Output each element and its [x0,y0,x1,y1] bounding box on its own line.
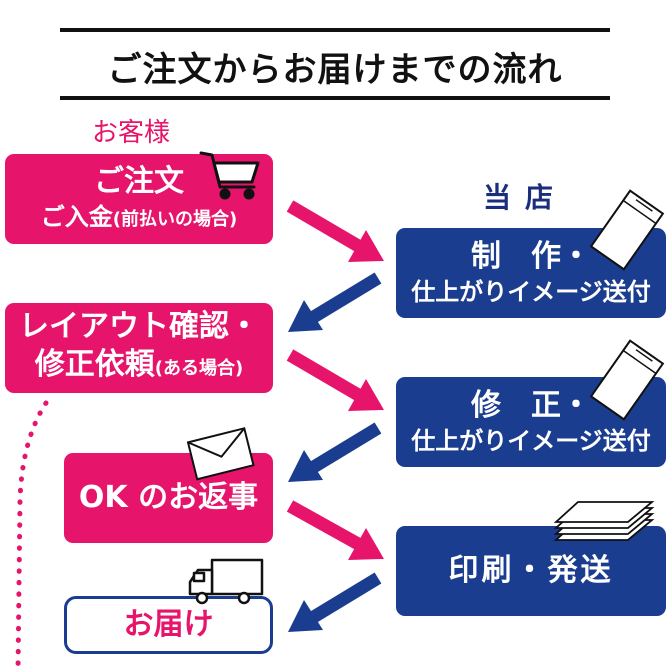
arrow-production-to-confirm [288,272,382,332]
step-print-ship: 印刷・発送 [396,526,666,616]
page-title: ご注文からお届けまでの流れ [107,50,563,90]
step-confirm-request: 修正依頼 [34,347,155,382]
step-order-note: (前払いの場合) [112,208,238,230]
step-revision-send: 仕上がりイメージ送付 [411,427,651,455]
step-production-title: 制 作・ [471,239,591,274]
arrow-ok-to-print [286,500,384,560]
page-title-block: ご注文からお届けまでの流れ [60,28,610,100]
title-rule-top [60,28,610,32]
step-confirm-note: (ある場合) [154,358,244,379]
dotted-flow-line [15,400,49,670]
arrow-order-to-production [286,200,384,262]
shop-label: 当店 [483,181,568,214]
step-confirm-title: レイアウト確認・ [19,309,259,344]
truck-icon [188,558,264,605]
step-production-send: 仕上がりイメージ送付 [411,278,651,306]
arrow-confirm-to-revision [286,349,384,411]
step-order-title: ご注文 [94,163,184,199]
cart-icon [199,151,260,200]
title-rule-bottom [60,96,610,100]
step-delivery-label: お届け [123,607,214,642]
envelope-icon-2 [589,339,665,421]
step-print-label: 印刷・発送 [448,553,614,588]
customer-label: お客様 [92,118,171,148]
envelope-icon [589,189,665,271]
step-confirm: レイアウト確認・ 修正依頼(ある場合) [5,303,273,393]
paper-stack-icon [553,501,655,541]
arrow-revision-to-ok [288,422,382,482]
step-order-payment: ご入金 [40,202,113,231]
step-ok-label: OK のお返事 [78,480,259,515]
mail-envelope-icon [186,427,255,481]
step-revision-title: 修 正・ [471,388,591,423]
step-delivery: お届け [64,596,273,654]
arrow-print-to-delivery [288,572,382,632]
